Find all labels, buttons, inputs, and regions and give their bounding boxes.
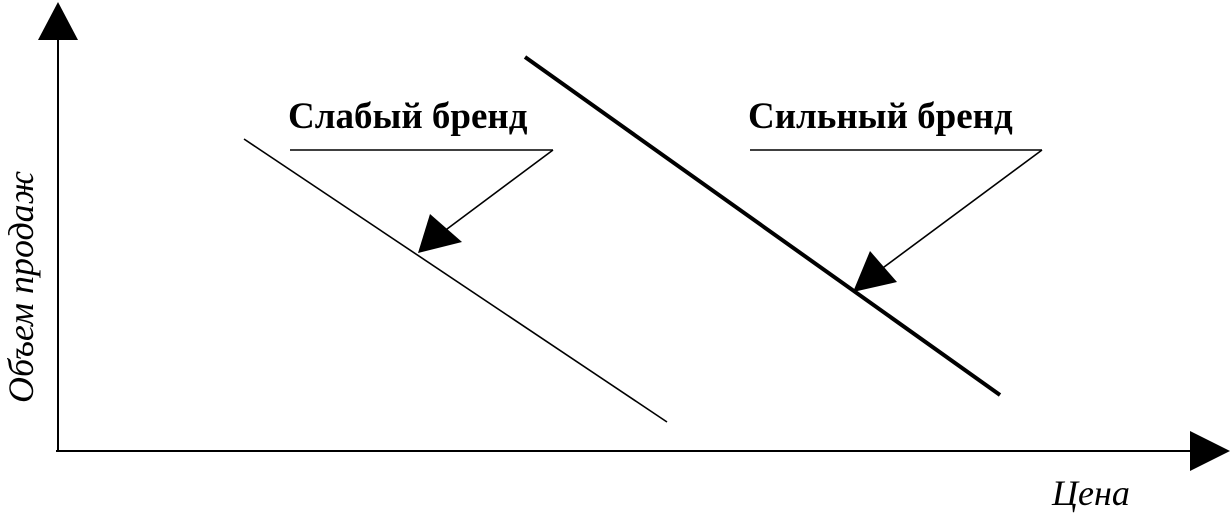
strong-brand-callout-arrowhead <box>853 251 897 292</box>
weak-brand-callout-arrowhead <box>418 214 462 253</box>
strong-brand-callout-line <box>879 149 1043 271</box>
y-axis-arrowhead <box>38 2 78 40</box>
strong-brand-demand-line <box>523 55 1002 397</box>
weak-brand-label: Слабый бренд <box>288 96 528 137</box>
weak-brand-demand-line <box>243 138 668 423</box>
y-axis-label: Объем продаж <box>1 171 41 403</box>
strong-brand-label: Сильный бренд <box>748 96 1013 137</box>
x-axis-arrowhead <box>1190 431 1230 471</box>
x-axis-label: Цена <box>1051 473 1130 513</box>
weak-brand-callout-line <box>442 149 554 233</box>
